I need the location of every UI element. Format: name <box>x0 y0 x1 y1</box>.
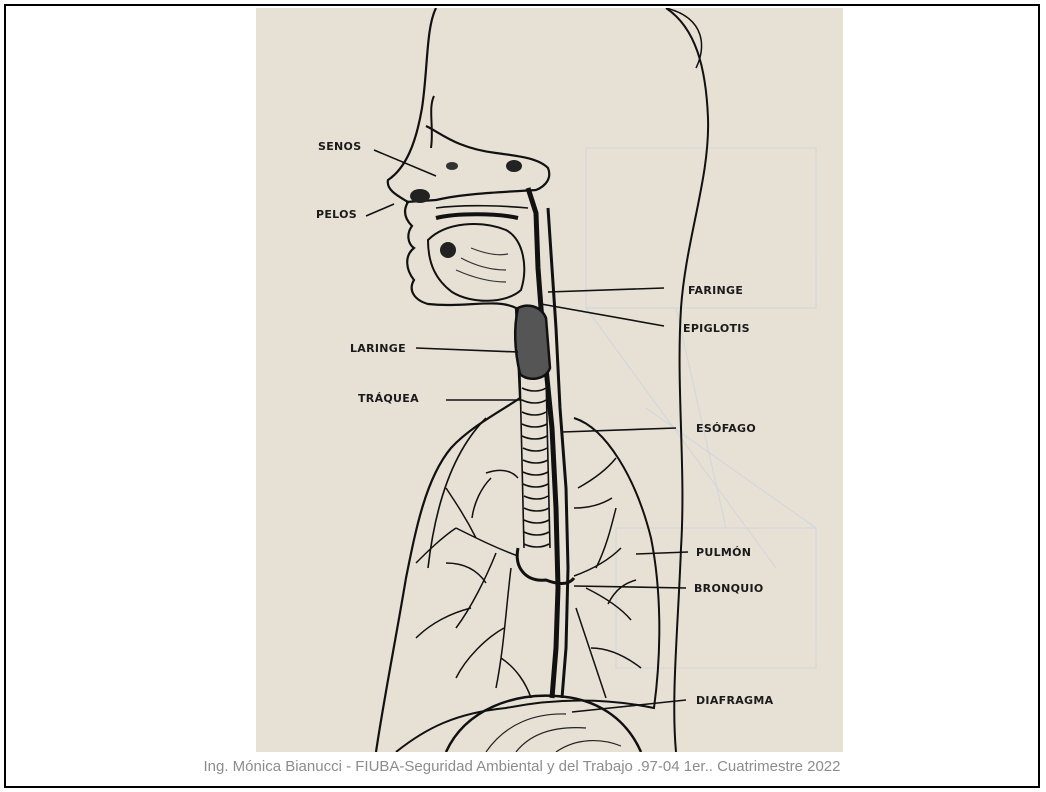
back-outline-2 <box>666 8 702 68</box>
larynx <box>515 306 550 379</box>
label-laringe: LARINGE <box>350 342 406 355</box>
respiratory-diagram-svg: SENOS PELOS FARINGE EPIGLOTIS LARINGE TR… <box>256 8 843 752</box>
body-outline <box>376 8 520 752</box>
label-pelos: PELOS <box>316 208 357 221</box>
label-senos: SENOS <box>318 140 361 153</box>
slide: SENOS PELOS FARINGE EPIGLOTIS LARINGE TR… <box>4 4 1040 788</box>
label-esofago: ESÓFAGO <box>696 422 756 435</box>
label-diafragma: DIAFRAGMA <box>696 694 774 707</box>
back-outline <box>666 8 708 752</box>
label-pulmon: PULMÓN <box>696 546 751 559</box>
lung-outline <box>396 418 659 752</box>
bronchi <box>517 548 574 584</box>
tongue <box>428 224 524 301</box>
label-epiglotis: EPIGLOTIS <box>683 322 750 335</box>
trachea <box>520 376 550 548</box>
label-bronquio: BRONQUIO <box>694 582 764 595</box>
label-traquea: TRÁQUEA <box>358 392 419 405</box>
slide-footer: Ing. Mónica Bianucci - FIUBA-Seguridad A… <box>6 758 1038 775</box>
leader-lines <box>366 150 688 712</box>
pharynx <box>528 188 558 698</box>
respiratory-system-illustration: SENOS PELOS FARINGE EPIGLOTIS LARINGE TR… <box>256 8 843 752</box>
label-faringe: FARINGE <box>688 284 743 297</box>
